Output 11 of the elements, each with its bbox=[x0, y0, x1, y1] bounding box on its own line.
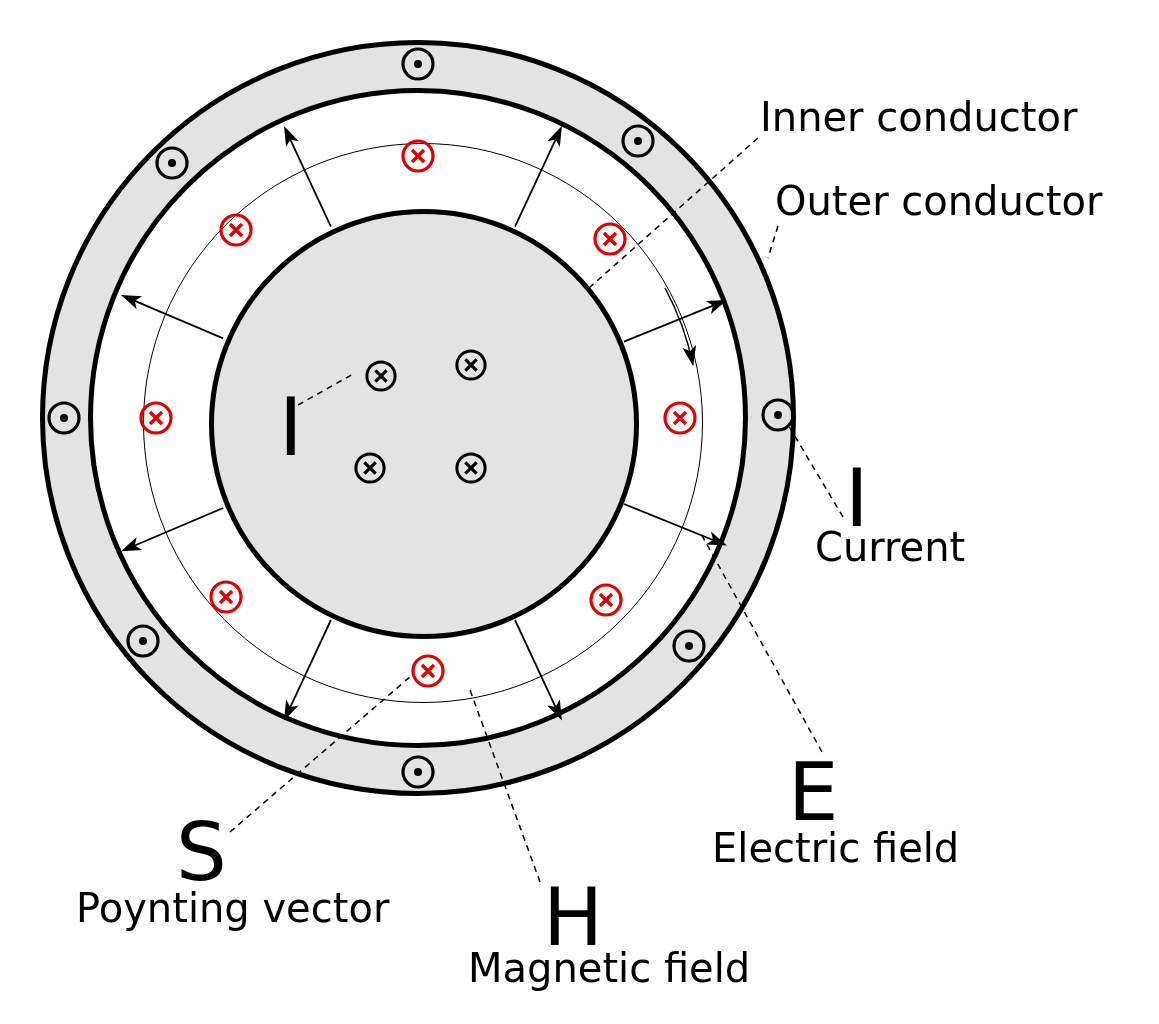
leader-line bbox=[588, 137, 759, 289]
circled-cross-icon bbox=[411, 654, 445, 688]
leader-line bbox=[767, 225, 779, 259]
label: Inner conductor bbox=[760, 97, 1078, 137]
symbol-label: H bbox=[543, 878, 604, 958]
label: Electric field bbox=[712, 828, 960, 868]
label: Outer conductor bbox=[775, 181, 1103, 221]
circled-cross-icon bbox=[365, 360, 397, 392]
symbol-label: I bbox=[279, 388, 303, 468]
leader-line bbox=[469, 689, 541, 883]
leader-line bbox=[229, 675, 412, 833]
